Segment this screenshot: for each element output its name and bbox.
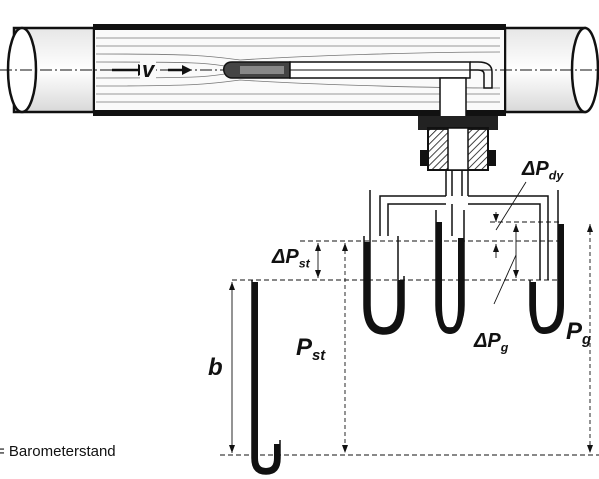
pitot-probe xyxy=(223,61,493,119)
u-tube-manometer-static xyxy=(363,190,405,335)
total-pressure-diff-label: ΔPg xyxy=(474,330,509,355)
dimension-arrows-icon xyxy=(229,214,593,453)
barometer-tube xyxy=(251,280,281,475)
static-pressure-diff-label: ΔPst xyxy=(272,246,310,271)
velocity-label: v xyxy=(140,57,157,83)
u-tube-manometer-dynamic xyxy=(435,210,465,335)
total-pressure-label: Pg xyxy=(566,318,592,349)
u-tube-manometer-total xyxy=(529,190,564,335)
connection-tubes xyxy=(379,170,549,280)
dimension-lines xyxy=(231,181,591,453)
reference-lines xyxy=(220,221,599,456)
static-pressure-label: Pst xyxy=(296,334,326,365)
barometer-note: = Barometerstand xyxy=(0,443,116,460)
gland-fitting xyxy=(418,116,498,171)
barometric-height-label: b xyxy=(208,354,223,381)
dynamic-pressure-label: ΔPdy xyxy=(522,158,564,183)
